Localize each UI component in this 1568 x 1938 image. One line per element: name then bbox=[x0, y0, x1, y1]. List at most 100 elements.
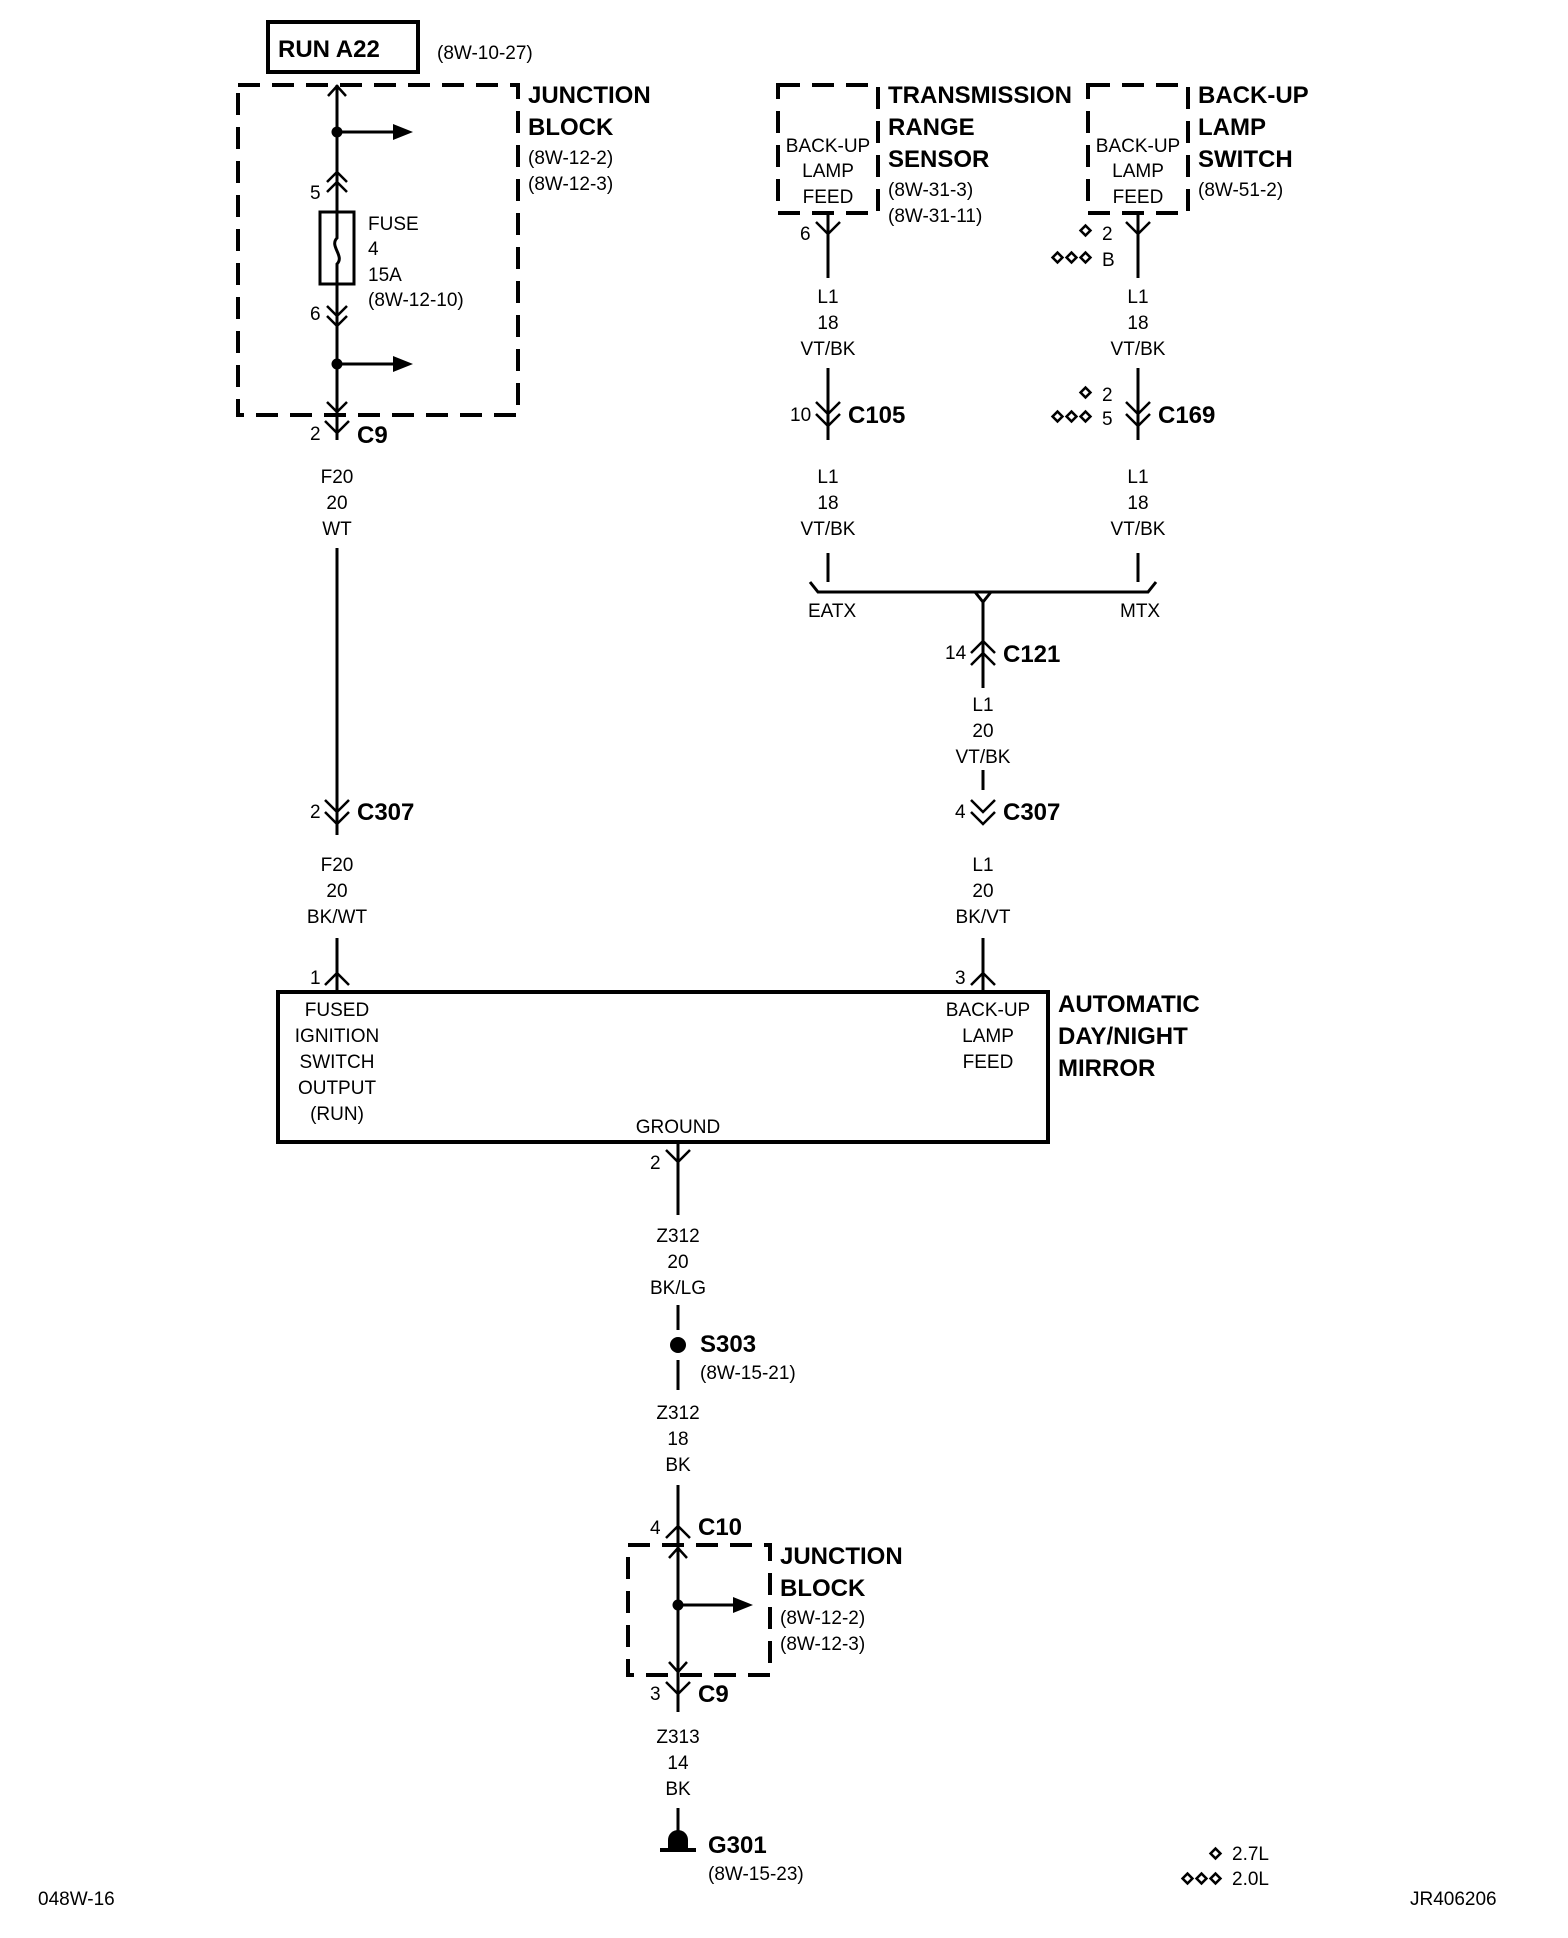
connector-chevron-icon bbox=[970, 971, 996, 986]
c9-top-pin: 2 bbox=[310, 424, 321, 445]
connector-c9-top: 2 C9 bbox=[310, 415, 388, 449]
wire-z312-upper: Z312 20 BK/LG bbox=[650, 1142, 706, 1330]
wire-circuit: F20 bbox=[321, 467, 354, 488]
c9-bottom-name: C9 bbox=[698, 1681, 729, 1708]
figure-id-left: 048W-16 bbox=[38, 1889, 115, 1910]
option-eatx: EATX bbox=[808, 601, 857, 622]
wire-f20-lower: F20 20 BK/WT bbox=[307, 855, 367, 992]
arrow-right-icon bbox=[393, 124, 413, 140]
c307-left-pin: 2 bbox=[310, 802, 321, 823]
triple-diamond-2-0l-icon bbox=[1180, 1871, 1223, 1886]
wire-l1-trs-a: L1 18 VT/BK bbox=[801, 287, 856, 440]
trs-ref-2: (8W-31-11) bbox=[888, 206, 982, 227]
arrow-up-icon bbox=[668, 1546, 688, 1559]
fuse-label: FUSE bbox=[368, 214, 419, 235]
wire-gauge: 20 bbox=[326, 881, 347, 902]
c307-right-name: C307 bbox=[1003, 799, 1060, 826]
bls-pin-27: 2 bbox=[1102, 224, 1113, 245]
wire-gauge: 14 bbox=[667, 1753, 689, 1774]
wire-circuit: L1 bbox=[1127, 287, 1148, 308]
connector-c10: 4 C10 bbox=[650, 1514, 742, 1541]
g301-ref: (8W-15-23) bbox=[708, 1864, 804, 1885]
run-a22-header: RUN A22 (8W-10-27) bbox=[266, 20, 533, 74]
jb-bottom-ref-1: (8W-12-2) bbox=[780, 1608, 865, 1629]
wire-color: VT/BK bbox=[801, 339, 856, 360]
wire-circuit: Z313 bbox=[656, 1727, 699, 1748]
mirror-ground-label: GROUND bbox=[636, 1117, 720, 1138]
wire-gauge: 18 bbox=[1127, 313, 1148, 334]
diamond-2-7l-icon bbox=[1078, 385, 1093, 400]
wire-l1-sw-b: L1 18 VT/BK bbox=[1111, 467, 1166, 582]
mirror-right-3: FEED bbox=[963, 1052, 1014, 1073]
mirror-pin-ground: 2 bbox=[650, 1153, 661, 1174]
wire-color: BK bbox=[665, 1779, 691, 1800]
mirror-right-1: BACK-UP bbox=[946, 1000, 1030, 1021]
bls-name-1: BACK-UP bbox=[1198, 82, 1309, 109]
wire-l1-mid: L1 20 VT/BK bbox=[955, 688, 1011, 770]
wire-color: VT/BK bbox=[1111, 519, 1166, 540]
chevron-down-icon bbox=[1125, 401, 1151, 416]
trs-feed-2: LAMP bbox=[802, 161, 854, 182]
chevron-up-icon bbox=[326, 170, 348, 183]
chevron-down-icon bbox=[326, 305, 348, 318]
wire-color: VT/BK bbox=[1111, 339, 1166, 360]
wire-gauge: 18 bbox=[667, 1429, 688, 1450]
mirror-right-2: LAMP bbox=[962, 1026, 1014, 1047]
wire-l1-sw-a: L1 18 VT/BK bbox=[1111, 287, 1166, 440]
wire-circuit: L1 bbox=[972, 855, 993, 876]
arrow-up-icon bbox=[327, 84, 347, 97]
wire-gauge: 18 bbox=[817, 313, 838, 334]
trs-name-3: SENSOR bbox=[888, 146, 989, 173]
splice-s303: S303 (8W-15-21) bbox=[670, 1331, 796, 1390]
bls-ref: (8W-51-2) bbox=[1198, 180, 1283, 201]
connector-chevron-icon bbox=[665, 1524, 691, 1539]
diamond-2-7l-icon bbox=[1208, 1846, 1223, 1861]
connector-chevron-icon bbox=[324, 971, 350, 986]
mirror-left-3: SWITCH bbox=[300, 1052, 375, 1073]
mirror-component: 1 3 FUSED IGNITION SWITCH OUTPUT (RUN) B… bbox=[276, 968, 1200, 1174]
s303-ref: (8W-15-21) bbox=[700, 1363, 796, 1384]
wire-gauge: 20 bbox=[972, 881, 993, 902]
connector-c121: 14 C121 bbox=[945, 639, 1060, 668]
connector-c9-bottom: 3 C9 bbox=[650, 1675, 729, 1712]
c169-pin-20: 5 bbox=[1102, 409, 1113, 430]
jb-top-ref-2: (8W-12-3) bbox=[528, 174, 613, 195]
wire-f20-upper: F20 20 WT bbox=[321, 467, 354, 835]
mirror-name-1: AUTOMATIC bbox=[1058, 991, 1200, 1018]
c169-pin-27: 2 bbox=[1102, 385, 1113, 406]
s303-name: S303 bbox=[700, 1331, 756, 1358]
c121-name: C121 bbox=[1003, 641, 1060, 668]
bls-feed-1: BACK-UP bbox=[1096, 136, 1180, 157]
mirror-left-5: (RUN) bbox=[310, 1104, 364, 1125]
wire-l1-trs-b: L1 18 VT/BK bbox=[801, 467, 856, 582]
wire-gauge: 20 bbox=[972, 721, 993, 742]
wire-circuit: L1 bbox=[817, 287, 838, 308]
jb-bottom-ref-2: (8W-12-3) bbox=[780, 1634, 865, 1655]
g301-name: G301 bbox=[708, 1832, 767, 1859]
junction-block-top: JUNCTION BLOCK (8W-12-2) (8W-12-3) 5 FUS… bbox=[236, 82, 651, 417]
c169-name: C169 bbox=[1158, 402, 1215, 429]
fuse-rating: 15A bbox=[368, 265, 402, 286]
bls-name-2: LAMP bbox=[1198, 114, 1266, 141]
wire-z313: Z313 14 BK bbox=[656, 1727, 700, 1830]
wire-color: BK/LG bbox=[650, 1278, 706, 1299]
fuse-pin-out: 6 bbox=[310, 304, 321, 325]
wire-gauge: 18 bbox=[817, 493, 838, 514]
jb-bottom-name-2: BLOCK bbox=[780, 1575, 866, 1602]
legend-2-0l: 2.0L bbox=[1232, 1869, 1269, 1890]
fuse-pin-in: 5 bbox=[310, 183, 321, 204]
mirror-left-1: FUSED bbox=[305, 1000, 369, 1021]
trs-pin: 6 bbox=[800, 224, 811, 245]
splice-dot-icon bbox=[670, 1337, 686, 1353]
mirror-left-4: OUTPUT bbox=[298, 1078, 377, 1099]
trs-name-2: RANGE bbox=[888, 114, 975, 141]
backup-lamp-switch: BACK-UP LAMP FEED BACK-UP LAMP SWITCH (8… bbox=[1050, 82, 1309, 278]
fuse-number: 4 bbox=[368, 239, 379, 260]
arrow-down-icon bbox=[668, 1661, 688, 1674]
connector-c307-right: 4 C307 bbox=[955, 799, 1060, 826]
arrow-right-icon bbox=[733, 1597, 753, 1613]
connector-c169: 2 5 C169 bbox=[1050, 385, 1215, 430]
jb-top-ref-1: (8W-12-2) bbox=[528, 148, 613, 169]
ground-icon bbox=[660, 1830, 696, 1852]
mirror-pin-right: 3 bbox=[955, 968, 966, 989]
